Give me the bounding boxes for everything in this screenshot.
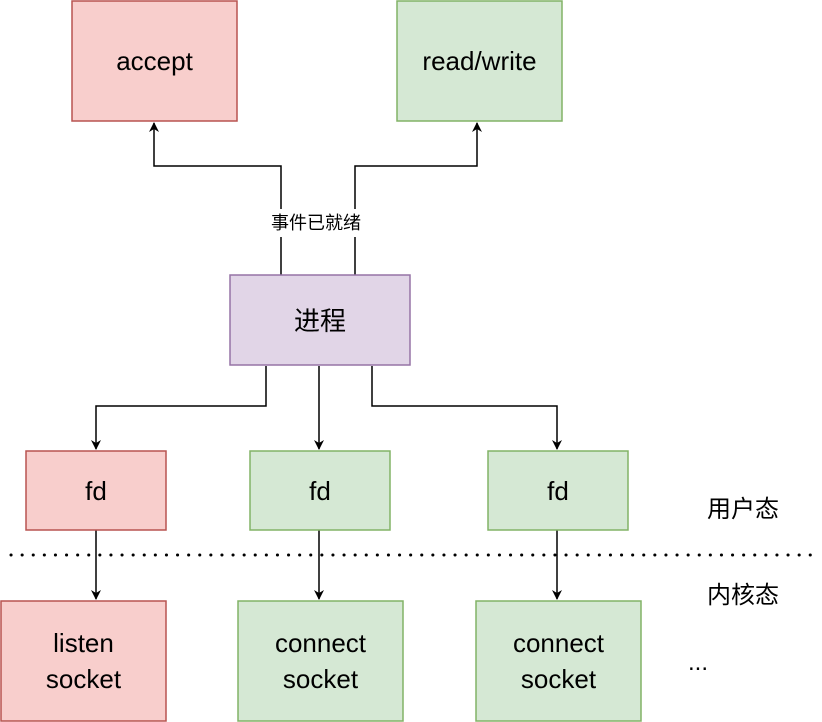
region-label-kernel-space: 内核态 (707, 581, 779, 609)
node-accept: accept (71, 0, 238, 122)
edge-process-to-fd-3 (371, 366, 562, 450)
node-connect-socket-2-box (475, 600, 642, 722)
edge-process-to-accept (149, 122, 282, 275)
node-connect-socket-1-label-line-2: socket (283, 664, 359, 694)
node-connect-socket-2: connect socket (475, 600, 642, 722)
edge-process-to-fd-1 (91, 366, 267, 450)
node-fd-1-box (25, 450, 167, 531)
edge-label-background (260, 209, 372, 237)
node-connect-socket-1-box (237, 600, 404, 722)
region-label-user-space: 用户态 (707, 495, 779, 523)
node-read-write: read/write (396, 0, 563, 122)
node-process-label: 进程 (294, 306, 346, 336)
edge-label-event-ready: 事件已就绪 (271, 213, 361, 234)
more-sockets-ellipsis: ... (688, 649, 708, 676)
node-connect-socket-1: connect socket (237, 600, 404, 722)
node-fd-2: fd (249, 450, 391, 531)
node-fd-2-label: fd (309, 476, 331, 506)
node-process-box (229, 274, 411, 366)
node-fd-2-box (249, 450, 391, 531)
node-listen-socket-label-line-2: socket (46, 664, 122, 694)
node-connect-socket-1-label-line-1: connect (275, 628, 367, 658)
node-listen-socket-label-line-1: listen (53, 628, 114, 658)
node-fd-1: fd (25, 450, 167, 531)
node-accept-label: accept (116, 46, 193, 76)
node-read-write-box (396, 0, 563, 122)
node-fd-3-label: fd (547, 476, 569, 506)
node-listen-socket: listen socket (0, 600, 167, 722)
node-read-write-label: read/write (422, 46, 536, 76)
node-accept-box (71, 0, 238, 122)
node-connect-socket-2-label-line-2: socket (521, 664, 597, 694)
edge-process-to-read-write (354, 122, 482, 275)
node-fd-1-label: fd (85, 476, 107, 506)
node-fd-3-box (487, 450, 629, 531)
node-fd-3: fd (487, 450, 629, 531)
node-process: 进程 (229, 274, 411, 366)
node-connect-socket-2-label-line-1: connect (513, 628, 605, 658)
node-listen-socket-box (0, 600, 167, 722)
